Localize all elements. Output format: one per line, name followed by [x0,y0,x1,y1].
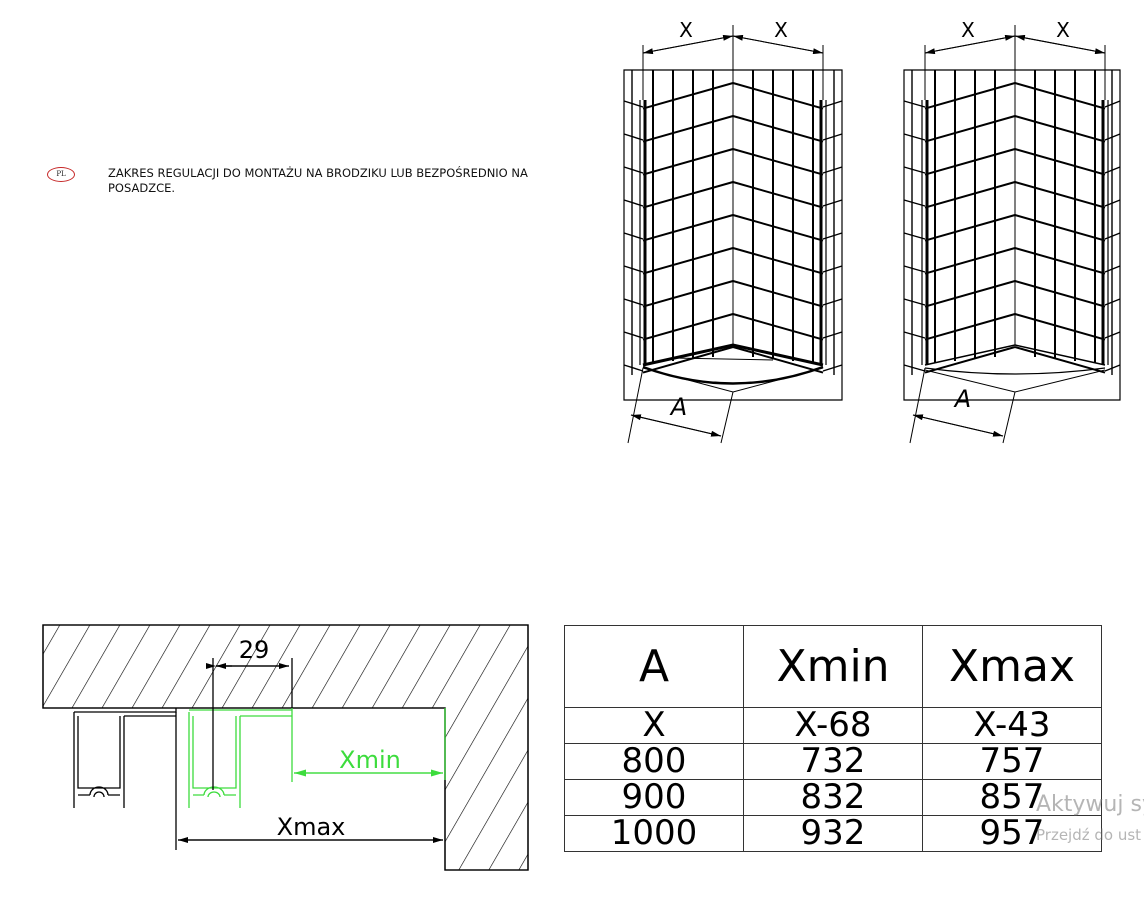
tile-line [924,82,1016,110]
cell: 1000 [564,815,744,852]
tile-line [1014,247,1106,275]
cell: X-43 [922,707,1102,744]
tile-line [642,313,734,341]
tile-line [732,181,824,209]
cell: 900 [564,779,744,816]
tray-line [672,357,774,361]
tray-base [642,367,824,393]
tile-line [732,148,824,176]
tile-line [642,280,734,308]
cell: 732 [743,743,923,780]
shower2-x-left-label: X [961,18,975,42]
dim-29-label: 29 [239,636,270,664]
dimension-extension [720,391,734,444]
tile-line [623,364,644,372]
dimension-extension [1002,391,1016,444]
tile-line [642,115,734,143]
tile-line [1014,115,1106,143]
tile-line [924,346,1016,374]
tile-line [732,115,824,143]
tile-line [642,247,734,275]
wall-outline [42,624,529,871]
language-badge-pl: PL [47,167,75,182]
xmin-label: Xmin [339,746,401,774]
dimension-x-left [924,34,1016,54]
cell: 800 [564,743,744,780]
tile-line [642,214,734,242]
cell: 832 [743,779,923,816]
cell: 857 [922,779,1102,816]
header-xmax: Xmax [922,625,1102,708]
tile-line [732,247,824,275]
activation-watermark-line1: Aktywuj sy [1036,792,1144,817]
dimension-a [630,414,722,437]
tray-front [924,367,1106,375]
tile-line [924,313,1016,341]
tile-line [1014,346,1106,374]
cell: X [564,707,744,744]
xmax-label: Xmax [277,813,346,841]
cell: 932 [743,815,923,852]
cell: X-68 [743,707,923,744]
wall-outline [903,69,1121,401]
tile-line [903,364,926,372]
tile-line [642,181,734,209]
tile-line [924,280,1016,308]
tile-line [1014,214,1106,242]
table-row: 800 732 757 [564,743,1102,780]
dimension-extension [627,367,644,444]
tile-line [924,247,1016,275]
table-row: X X-68 X-43 [564,707,1102,744]
tile-line [1014,280,1106,308]
header-a: A [564,625,744,708]
tile-line [1014,82,1106,110]
tile-line [822,364,843,372]
dimension-a [912,414,1004,437]
tile-line [732,214,824,242]
shower2-x-right-label: X [1056,18,1070,42]
tile-line [642,82,734,110]
tile-line [732,346,824,374]
tile-line [732,313,824,341]
dimensions-table: A Xmin Xmax X X-68 X-43 800 732 757 900 … [564,625,1102,852]
tile-line [732,82,824,110]
table-row: 1000 932 957 [564,815,1102,852]
activation-watermark-line2: Przejdź do ust [1036,826,1142,844]
cell: 757 [922,743,1102,780]
tile-line [642,148,734,176]
profile-green [188,709,292,808]
dimension-extension [909,367,926,444]
dimension-x-right [732,34,824,54]
tile-line [924,214,1016,242]
tile-line [1014,181,1106,209]
tray-back [924,344,1106,366]
wall-outline [623,69,843,401]
table-row: 900 832 857 [564,779,1102,816]
tile-line [924,181,1016,209]
tile-line [924,115,1016,143]
tile-line [732,280,824,308]
profile-black [73,708,177,808]
shower2-a-label: A [953,385,971,413]
table-header-row: A Xmin Xmax [564,625,1102,708]
shower-enclosure-drawing-2 [903,25,1121,444]
header-xmin: Xmin [743,625,923,708]
dimension-x-left [642,34,734,54]
tile-line [924,148,1016,176]
tray-base [924,369,1106,393]
tile-line [642,346,734,374]
shower-enclosure-drawing-1 [623,25,843,444]
tile-line [1014,313,1106,341]
shower1-a-label: A [669,393,687,421]
shower1-x-left-label: X [679,18,693,42]
adjustment-note: ZAKRES REGULACJI DO MONTAŻU NA BRODZIKU … [108,166,528,195]
cell: 957 [922,815,1102,852]
profile-section-drawing [42,624,529,871]
tile-line [1014,148,1106,176]
shower1-x-right-label: X [774,18,788,42]
dimension-x-right [1014,34,1106,54]
